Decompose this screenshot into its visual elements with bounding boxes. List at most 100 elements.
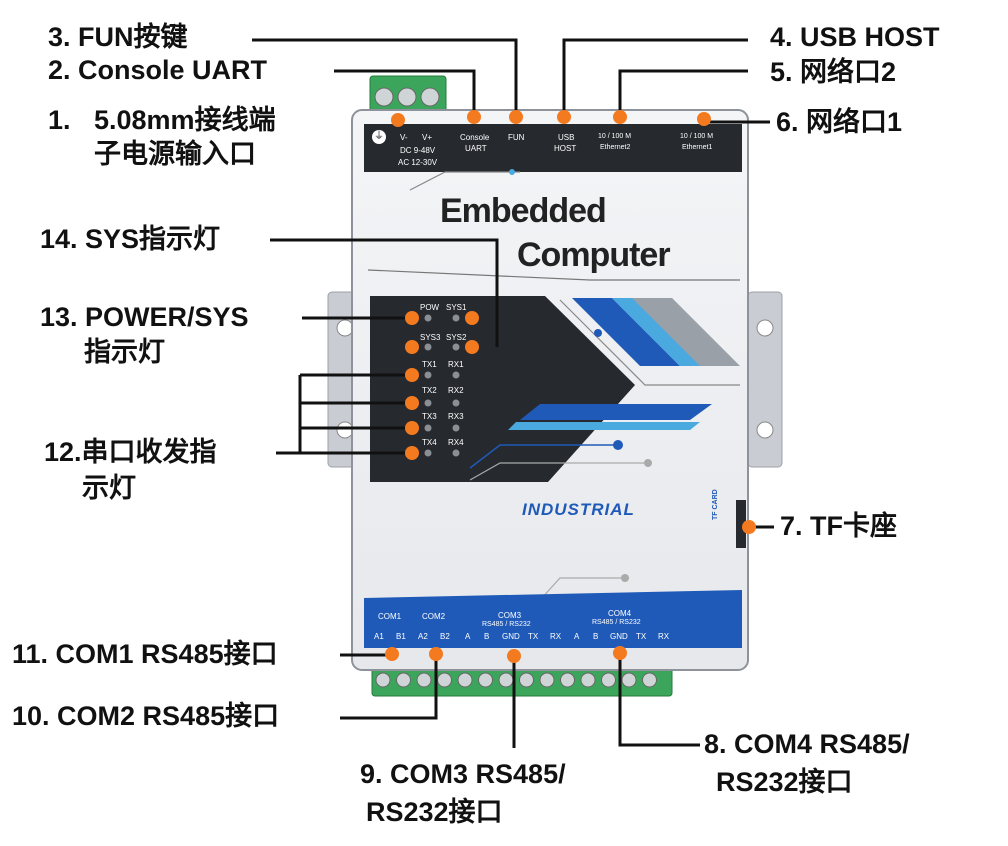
brand-title-2: Computer <box>517 236 671 274</box>
callout-9-line2: RS232接口 <box>366 797 503 827</box>
pin-c3-tx: TX <box>528 632 539 641</box>
marker-14a <box>465 311 479 325</box>
callout-4: 4. USB HOST <box>770 22 940 52</box>
top-port-strip <box>364 124 742 172</box>
pin-c4-b: B <box>593 632 599 641</box>
bottom-port-strip <box>364 590 742 648</box>
led-label-sys3: SYS3 <box>420 333 441 342</box>
pin-c3-rx: RX <box>550 632 562 641</box>
callout-1-line1: 5.08mm接线端 <box>94 105 276 135</box>
terminal-screw <box>498 672 514 688</box>
led-label-rx2: RX2 <box>448 386 464 395</box>
callout-13-line2: 指示灯 <box>84 337 165 367</box>
label-eth1: Ethernet1 <box>682 144 713 151</box>
marker-8 <box>613 646 627 660</box>
callout-9-line1: 9. COM3 RS485/ <box>360 759 566 789</box>
marker-2 <box>467 110 481 124</box>
pin-b1: B1 <box>396 632 406 641</box>
pin-c4-rx: RX <box>658 632 670 641</box>
deco-line-lower <box>469 444 618 469</box>
pin-c3-gnd: GND <box>502 632 520 641</box>
marker-12b <box>405 396 419 410</box>
led-dot <box>452 449 460 457</box>
marker-14b <box>465 340 479 354</box>
led-label-rx1: RX1 <box>448 360 464 369</box>
com1-label: COM1 <box>378 612 402 621</box>
callout-7: 7. TF卡座 <box>780 511 898 541</box>
pin-b2: B2 <box>440 632 450 641</box>
marker-13a <box>405 311 419 325</box>
led-label-pow: POW <box>420 303 440 312</box>
callout-1-number: 1. <box>48 105 71 135</box>
industrial-label: INDUSTRIAL <box>522 500 635 519</box>
label-fun: FUN <box>508 133 525 142</box>
led-dots <box>424 314 460 457</box>
callout-12-line2: 示灯 <box>82 473 136 503</box>
marker-10 <box>429 647 443 661</box>
brand-title-1: Embedded <box>440 192 607 230</box>
led-label-tx3: TX3 <box>422 412 437 421</box>
terminal-screw <box>601 672 616 688</box>
pin-c4-gnd: GND <box>610 632 628 641</box>
callout-11: 11. COM1 RS485接口 <box>12 639 278 669</box>
callout-markers <box>385 110 756 663</box>
stripe-blue <box>572 298 680 366</box>
deco-line-top <box>409 171 520 191</box>
label-uart: UART <box>465 144 487 153</box>
led-label-rx3: RX3 <box>448 412 464 421</box>
led-label-sys2: SYS2 <box>446 333 467 342</box>
label-ac: AC 12-30V <box>398 158 438 167</box>
label-eth2: Ethernet2 <box>600 144 631 151</box>
label-v-plus: V+ <box>422 133 433 142</box>
terminal-screw <box>457 672 473 688</box>
com3-label: COM3 <box>498 611 522 620</box>
callout-1-line2: 子电源输入口 <box>94 139 256 169</box>
com4-label: COM4 <box>608 609 632 618</box>
label-dc: DC 9-48V <box>400 146 436 155</box>
led-dot <box>452 424 460 432</box>
terminal-screw <box>437 672 452 688</box>
marker-7 <box>742 520 756 534</box>
deco-line-lower2 <box>469 462 648 481</box>
marker-12a <box>405 368 419 382</box>
led-dot <box>424 399 432 407</box>
terminal-screw <box>580 672 596 688</box>
pin-c4-a: A <box>574 632 580 641</box>
marker-12c <box>405 421 419 435</box>
callout-8-line2: RS232接口 <box>716 767 853 797</box>
label-eth1-speed: 10 / 100 M <box>680 133 714 140</box>
label-v-minus: V- <box>400 133 408 142</box>
callout-14: 14. SYS指示灯 <box>40 224 221 254</box>
callout-6: 6. 网络口1 <box>776 107 903 137</box>
mounting-ear-right <box>747 291 783 468</box>
tf-card-label: TF CARD <box>712 489 719 520</box>
callout-10: 10. COM2 RS485接口 <box>12 701 280 731</box>
deco-line-bottom <box>539 577 625 601</box>
terminal-screw <box>539 672 555 688</box>
terminal-screw <box>375 672 391 688</box>
callout-12-line1: 12.串口收发指 <box>44 437 217 467</box>
marker-4 <box>557 110 571 124</box>
terminal-screw <box>416 672 432 688</box>
led-dot <box>452 399 460 407</box>
marker-1 <box>391 113 405 127</box>
led-label-sys1: SYS1 <box>446 303 467 312</box>
led-dot <box>452 343 460 351</box>
callout-3: 3. FUN按键 <box>48 22 188 52</box>
callout-8-line1: 8. COM4 RS485/ <box>704 729 910 759</box>
led-dot <box>424 424 432 432</box>
terminal-screw <box>519 672 534 688</box>
blue-band-1 <box>520 404 712 420</box>
pin-a2: A2 <box>418 632 428 641</box>
led-dot <box>452 371 460 379</box>
led-dot <box>424 314 432 322</box>
blue-band-2 <box>508 422 700 430</box>
callout-5: 5. 网络口2 <box>770 57 897 87</box>
pin-c3-a: A <box>465 632 471 641</box>
led-dot <box>424 343 432 351</box>
label-usb: USB <box>558 133 575 142</box>
deco-line-panel <box>559 299 740 386</box>
marker-5 <box>613 110 627 124</box>
label-host: HOST <box>554 144 577 153</box>
